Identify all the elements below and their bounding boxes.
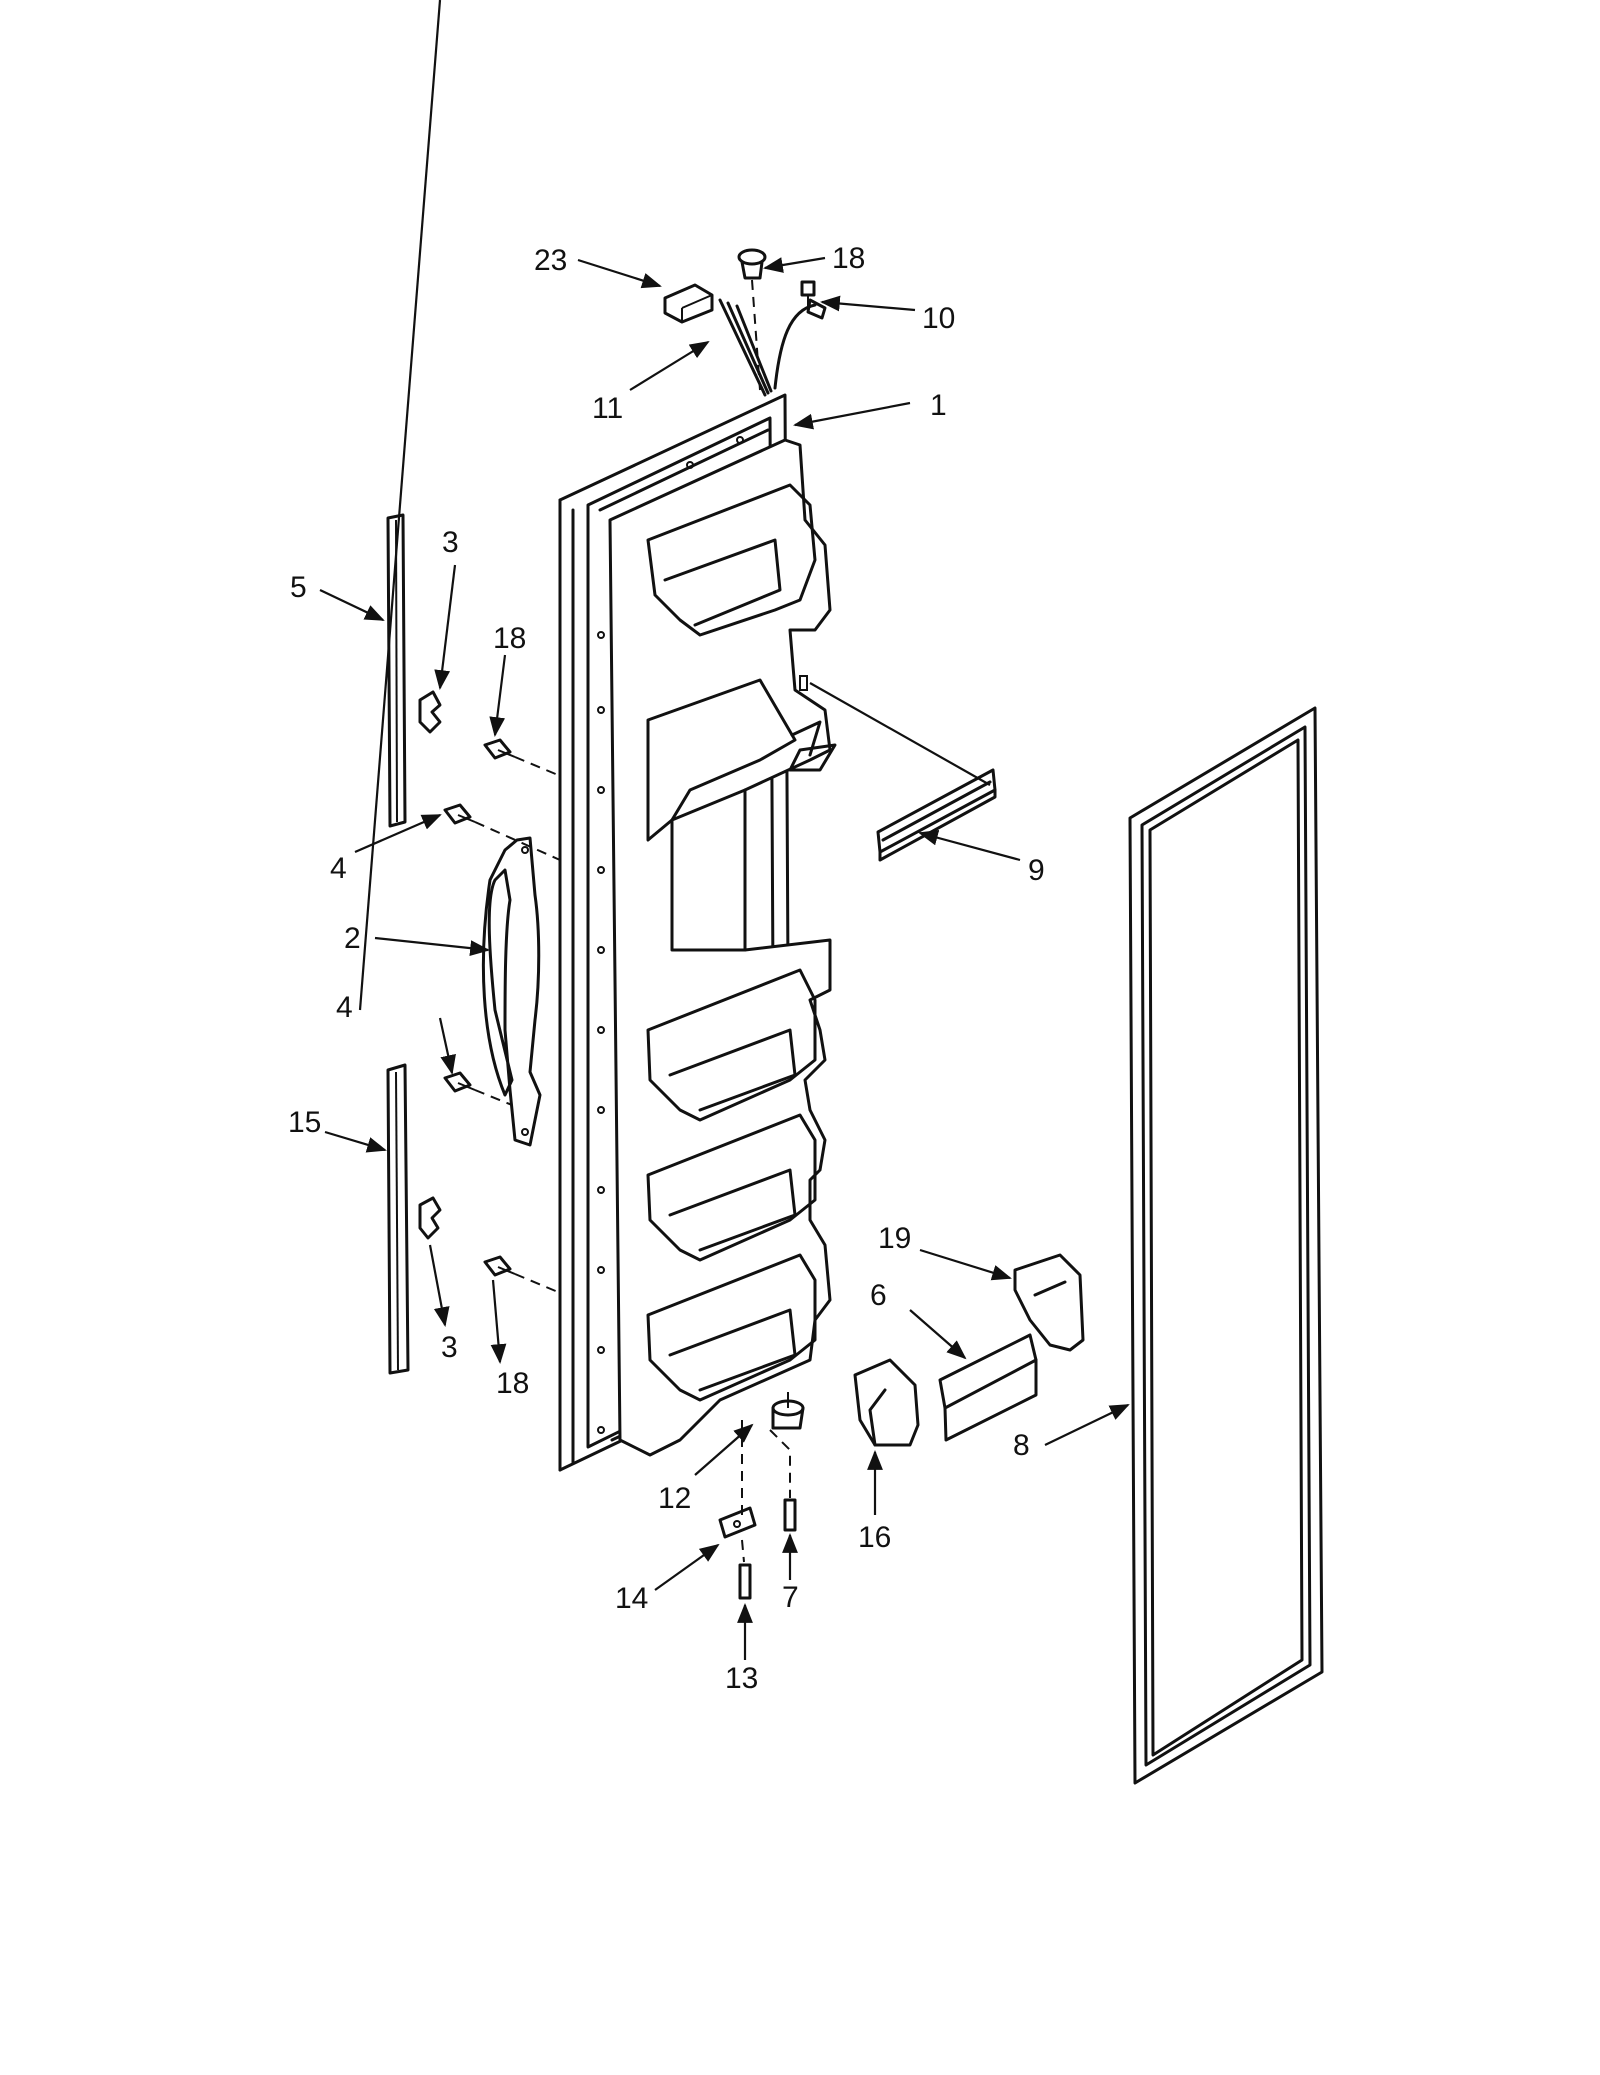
door-panel: [558, 393, 837, 1472]
screw-7: [783, 1498, 797, 1532]
callout-8: 8: [1013, 1429, 1030, 1462]
callout-15: 15: [288, 1106, 321, 1139]
mounting-screw: [800, 280, 816, 312]
callout-23: 23: [534, 244, 567, 277]
clip-upper: [418, 690, 442, 734]
callout-2: 2: [344, 922, 361, 955]
callout-19: 19: [878, 1222, 911, 1255]
callout-4-upper: 4: [330, 852, 347, 885]
callout-18-upper: 18: [493, 622, 526, 655]
callout-18-lower: 18: [496, 1367, 529, 1400]
wire-harness: [718, 298, 827, 397]
screw-dash-lines: [474, 756, 561, 1293]
bin-end-cap-left: [853, 1358, 920, 1447]
callout-3-lower: 3: [441, 1331, 458, 1364]
wire-connector: [663, 283, 714, 324]
callout-6: 6: [870, 1279, 887, 1312]
screw-4-lower: [443, 1071, 476, 1093]
callout-14: 14: [615, 1582, 648, 1615]
bin-end-cap-right: [1013, 1253, 1085, 1352]
door-gasket: [1128, 706, 1324, 1785]
callout-16: 16: [858, 1521, 891, 1554]
callout-3-upper: 3: [442, 526, 459, 559]
hinge-dash-lines: [741, 1420, 791, 1563]
callout-10: 10: [922, 302, 955, 335]
callout-5: 5: [290, 571, 307, 604]
screw-18-lower: [483, 1255, 516, 1277]
callout-1: 1: [930, 389, 947, 422]
screw-13: [738, 1563, 752, 1600]
clip-lower: [418, 1196, 442, 1240]
callout-17: 18: [832, 242, 865, 275]
lower-trim-strip: [386, 1063, 410, 1375]
callout-4-lower: 4: [336, 991, 353, 1024]
callout-12: 12: [658, 1482, 691, 1515]
hinge-pin: [771, 1392, 805, 1430]
door-handle: [481, 836, 542, 1147]
callout-7: 7: [782, 1581, 799, 1614]
callout-9: 9: [1028, 854, 1045, 887]
bin-front-panel: [938, 1333, 1038, 1442]
callout-leaders: [319, 0, 1130, 1660]
bushing: [718, 1506, 757, 1539]
callout-labels: 23 18 10 11 1 5 3 18 4 9 2 4 15 19 6 3 1…: [288, 242, 1045, 1695]
shelf-trim: [809, 682, 997, 862]
callout-11: 11: [592, 392, 623, 425]
screw-18-upper: [483, 738, 516, 760]
callout-13: 13: [725, 1662, 758, 1695]
plug-button: [737, 248, 767, 280]
screw-4-upper: [443, 803, 476, 825]
